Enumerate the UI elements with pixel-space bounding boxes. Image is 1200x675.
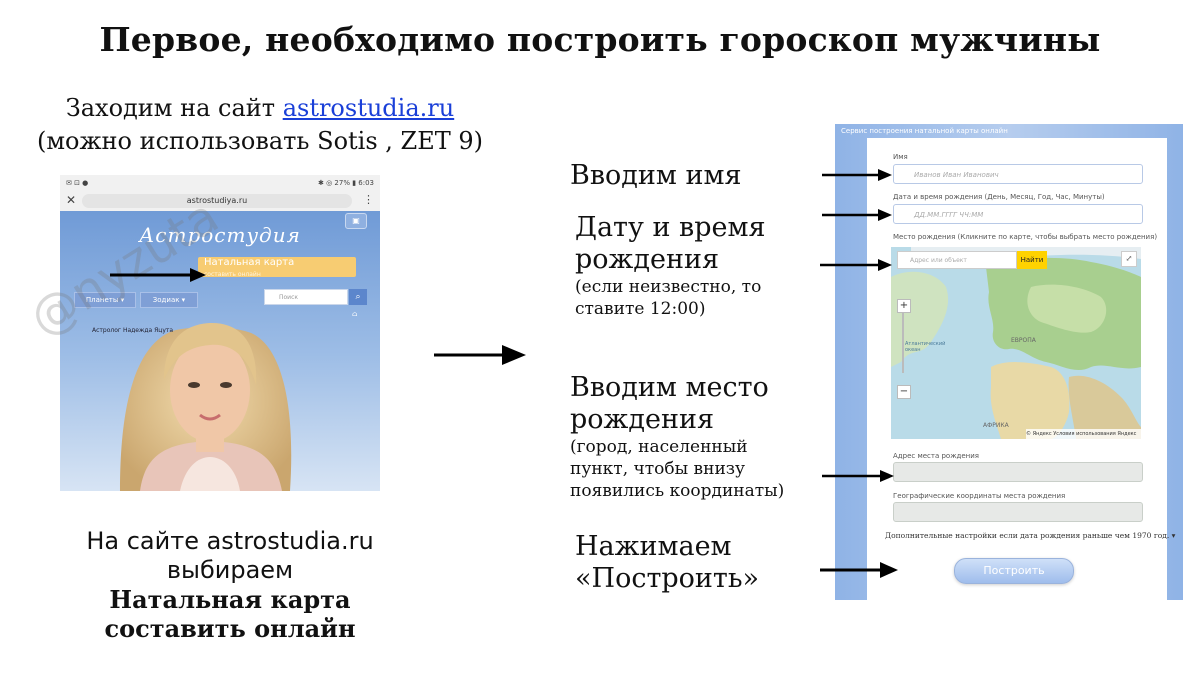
intro-prefix: Заходим на сайт [65,94,283,122]
coords-field [893,502,1143,522]
zoom-in-icon[interactable]: + [897,299,911,313]
status-bar: ✉ ⊡ ● ✱ ◎ 27% ▮ 6:03 [60,175,380,191]
page-title: Первое, необходимо построить гороскоп му… [99,20,1101,59]
browser-address-bar: ✕ astrostudiya.ru ⋮ [60,191,380,211]
name-input[interactable]: Иванов Иван Иванович [893,164,1143,184]
search-icon[interactable]: ⌕ [349,289,367,305]
step-place: Вводим место рождения (город, населенный… [570,372,784,502]
arrow-build-icon [820,562,898,578]
zoom-out-icon[interactable]: − [897,385,911,399]
bottom-line-2: выбираем [166,556,294,584]
step-name: Вводим имя [570,160,742,191]
step-place-note-1: (город, населенный [570,437,748,457]
natal-chart-sublabel: составить онлайн [204,271,261,278]
coords-label: Географические координаты места рождения [893,492,1066,500]
arrow-natal-icon [110,268,206,282]
map-label-ocean: Атлантический океан [905,341,946,353]
zodiac-menu-button[interactable]: Зодиак ▾ [140,292,198,308]
natal-chart-button[interactable]: Натальная карта составить онлайн [198,257,356,278]
site-logo[interactable]: Астростудия [139,223,301,247]
step-date-note-1: (если неизвестно, то [575,277,762,297]
astrologer-caption: Астролог Надежда Яцута [92,327,174,334]
phone-screenshot: ✉ ⊡ ● ✱ ◎ 27% ▮ 6:03 ✕ astrostudiya.ru ⋮… [60,175,380,491]
site-link[interactable]: astrostudia.ru [282,94,455,122]
step-place-title-2: рождения [570,404,715,435]
step-press-2: «Построить» [575,563,760,594]
arrow-address-icon [822,470,894,482]
birthplace-map[interactable]: Адрес или объект Найти ⤢ + − Атлантическ… [891,247,1141,439]
step-place-note-3: появились координаты) [570,481,785,501]
datetime-input[interactable]: ДД.ММ.ГГГГ ЧЧ:ММ [893,204,1143,224]
form-header: Сервис построения натальной карты онлайн [841,127,1008,135]
address-field [893,462,1143,482]
intro-text: Заходим на сайт astrostudia.ru (можно ис… [20,92,500,158]
arrow-date-icon [822,209,892,221]
bottom-line-4: составить онлайн [104,614,356,643]
step-place-note-2: пункт, чтобы внизу [570,459,746,479]
home-icon[interactable]: ⌂ [352,310,358,318]
arrow-place-icon [820,259,892,271]
place-label: Место рождения (Кликните по карте, чтобы… [893,233,1158,241]
fullscreen-icon[interactable]: ⤢ [1121,251,1137,267]
menu-dots-icon[interactable]: ⋮ [363,193,374,206]
advanced-settings-link[interactable]: Дополнительные настройки если дата рожде… [885,531,1176,540]
search-input[interactable]: Поиск [264,289,348,305]
build-button[interactable]: Построить [954,558,1074,584]
status-icons-right: ✱ ◎ 27% ▮ 6:03 [317,179,374,187]
bottom-left-text: На сайте astrostudia.ru выбираем Натальн… [40,527,420,643]
name-label: Имя [893,153,908,161]
natal-chart-label: Натальная карта [204,257,295,268]
url-field[interactable]: astrostudiya.ru [82,194,352,208]
bottom-line-3: Натальная карта [109,585,351,614]
map-label-europe: ЕВРОПА [1011,337,1036,344]
step-press: Нажимаем «Построить» [575,531,759,595]
zoom-slider-track[interactable] [902,313,904,373]
address-label: Адрес места рождения [893,452,979,460]
arrow-right-icon [434,345,526,365]
bottom-line-1: На сайте astrostudia.ru [86,527,374,555]
form-screenshot: Сервис построения натальной карты онлайн… [835,124,1183,600]
step-date-note-2: ставите 12:00) [575,299,706,319]
astrologer-photo [120,323,292,491]
camera-icon[interactable]: ▣ [345,213,367,229]
step-date: Дату и время рождения (если неизвестно, … [575,212,766,320]
planets-menu-button[interactable]: Планеты ▾ [74,292,136,308]
status-icons-left: ✉ ⊡ ● [66,179,89,187]
map-label-africa: АФРИКА [983,422,1009,429]
map-attribution: © Яндекс Условия использования Яндекс [1026,429,1141,439]
intro-programs: (можно использовать Sotis , ZET 9) [36,127,484,155]
step-place-title-1: Вводим место [570,372,769,403]
datetime-label: Дата и время рождения (День, Месяц, Год,… [893,193,1105,201]
close-icon[interactable]: ✕ [66,193,77,207]
map-find-button[interactable]: Найти [1017,251,1047,269]
step-date-title-2: рождения [575,244,720,275]
step-press-1: Нажимаем [575,531,732,562]
arrow-name-icon [822,169,892,181]
step-date-title-1: Дату и время [575,212,766,243]
map-search-input[interactable]: Адрес или объект [897,251,1017,269]
